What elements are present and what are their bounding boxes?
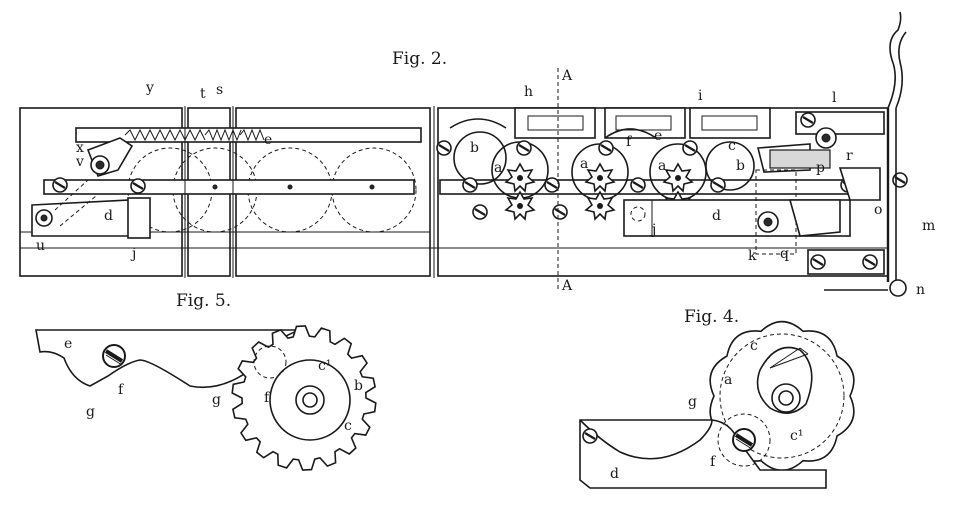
label-c: c	[344, 418, 352, 434]
dashed-q	[755, 169, 797, 255]
label-A-bottom: A	[561, 278, 573, 294]
label-g-fig4: g	[688, 394, 697, 410]
label-b: b	[354, 378, 363, 394]
label-a-fig4: a	[724, 372, 732, 388]
label-n: n	[916, 282, 925, 298]
slider-j-left	[127, 197, 151, 239]
label-d1: d	[104, 208, 113, 224]
label-r: r	[846, 148, 853, 164]
dial-arc-1	[449, 118, 507, 129]
label-h: h	[524, 84, 533, 100]
label-q: q	[780, 246, 789, 262]
label-j2: j	[650, 222, 656, 238]
hub-c1-fig4	[771, 383, 801, 413]
slide-bar-left	[43, 179, 415, 195]
label-y: y	[145, 80, 154, 96]
fig4-title: Fig. 4.	[684, 307, 739, 327]
label-m: m	[922, 218, 935, 234]
figure-5: Fig. 5. e g f g f c¹ b c	[35, 291, 377, 471]
hook-handle	[887, 11, 902, 109]
star-wheel-5	[585, 191, 615, 220]
label-f: f	[626, 134, 633, 150]
spring-y	[124, 128, 206, 142]
lever-l-plate	[795, 111, 885, 135]
label-c1: c¹	[318, 358, 331, 374]
label-A-top: A	[561, 68, 573, 84]
fig2-title: Fig. 2.	[392, 49, 447, 69]
label-d2: d	[712, 208, 721, 224]
label-f-fig4: f	[710, 454, 717, 470]
label-c-fig4: c	[750, 338, 758, 354]
label-o: o	[874, 202, 882, 218]
label-a1: a	[494, 160, 502, 176]
label-f2: f	[264, 390, 271, 406]
label-g2: g	[212, 392, 221, 408]
label-g1: g	[86, 404, 95, 420]
label-a2: a	[580, 156, 588, 172]
screw-left	[51, 176, 69, 194]
label-x: x	[76, 140, 84, 156]
screw-f	[101, 343, 127, 369]
ring-n	[889, 279, 907, 297]
label-a3: a	[658, 158, 666, 174]
label-i: i	[698, 88, 703, 104]
label-c1-fig4: c¹	[790, 428, 803, 444]
cam-c-fig4	[756, 346, 813, 414]
label-s: s	[216, 82, 223, 98]
dial-frame-2	[604, 107, 686, 139]
spring-t	[204, 128, 242, 142]
screw-f-fig4	[731, 427, 757, 453]
hub-c1	[295, 385, 325, 415]
label-t: t	[200, 86, 206, 102]
label-d-fig4: d	[610, 466, 619, 482]
wheel-b2	[705, 141, 755, 191]
label-j1: j	[130, 246, 136, 262]
label-l: l	[832, 90, 837, 106]
spring-bar	[75, 127, 422, 143]
label-f: f	[118, 382, 125, 398]
label-e: e	[64, 336, 72, 352]
label-p: p	[816, 160, 825, 176]
wheel-b1	[453, 131, 507, 185]
label-v: v	[75, 154, 84, 170]
label-b1: b	[470, 140, 479, 156]
label-c: c	[728, 138, 736, 154]
fig5-title: Fig. 5.	[176, 291, 231, 311]
label-e2: e	[654, 128, 662, 144]
wheel-outline-3	[331, 147, 417, 233]
cam-c	[269, 359, 351, 441]
figure-2: Fig. 2.	[19, 11, 935, 298]
label-u: u	[36, 238, 45, 254]
label-e1: e	[264, 132, 272, 148]
label-k: k	[748, 248, 757, 264]
slider-j-right	[623, 199, 653, 237]
label-b2: b	[736, 158, 745, 174]
figure-4: Fig. 4. c a g c¹ f d	[579, 307, 855, 489]
spring-s	[239, 128, 265, 142]
block-o	[838, 167, 881, 201]
